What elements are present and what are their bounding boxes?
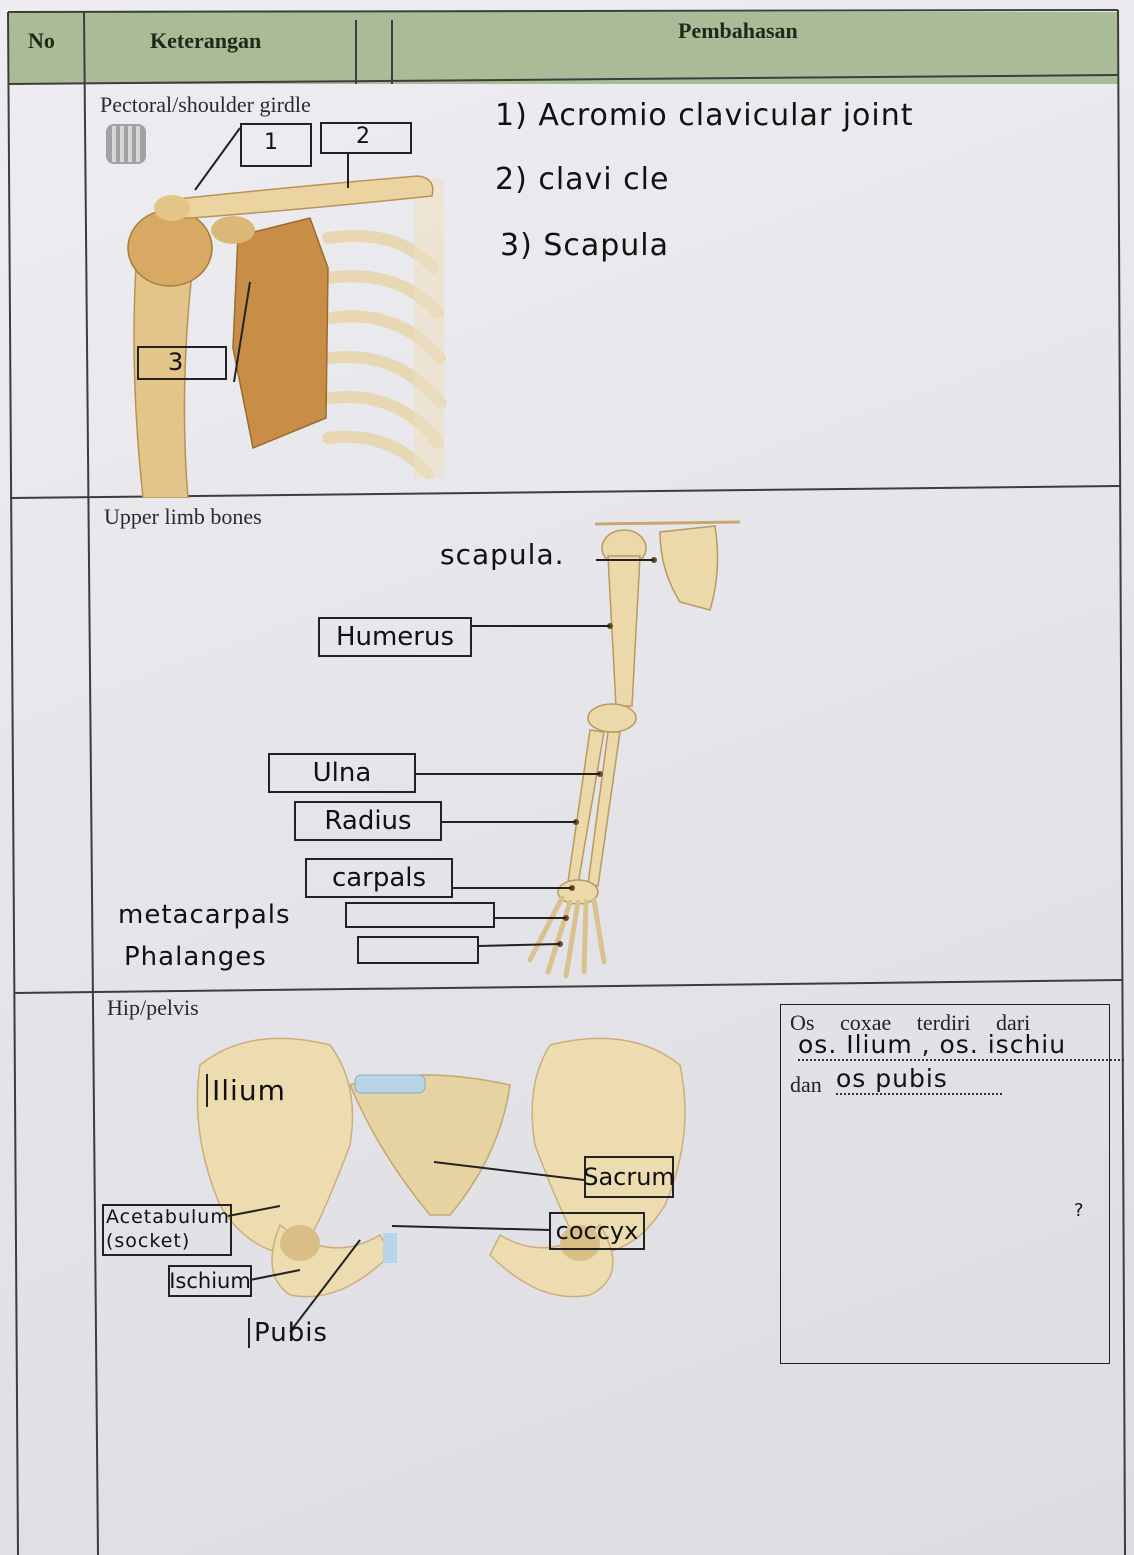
answer-3: 3) Scapula	[500, 228, 669, 263]
label-socket: (socket)	[106, 1230, 190, 1252]
metacarpals-box	[345, 902, 495, 928]
label-coccyx: coccyx	[549, 1212, 645, 1250]
label-humerus: Humerus	[318, 617, 472, 657]
note-fill-1: os. Ilium , os. ischiu	[798, 1030, 1124, 1061]
label-ilium: Ilium	[206, 1074, 286, 1107]
label-carpals: carpals	[305, 858, 453, 898]
label-pubis: Pubis	[248, 1318, 328, 1348]
label-acetabulum: Acetabulum	[106, 1206, 230, 1228]
label-ulna: Ulna	[268, 753, 416, 793]
note-fill-2: os pubis	[836, 1064, 1002, 1095]
answer-1: 1) Acromio clavicular joint	[495, 98, 914, 133]
label-radius: Radius	[294, 801, 442, 841]
label-ischium: Ischium	[168, 1265, 252, 1297]
label-scapula: scapula.	[440, 538, 565, 571]
phalanges-box	[357, 936, 479, 964]
label-metacarpals: metacarpals	[118, 900, 291, 930]
label-phalanges: Phalanges	[124, 942, 267, 972]
note-dan: dan	[790, 1072, 822, 1098]
note-mark: ?	[1074, 1200, 1085, 1221]
answer-2: 2) clavi cle	[495, 162, 669, 197]
label-sacrum: Sacrum	[584, 1156, 674, 1198]
